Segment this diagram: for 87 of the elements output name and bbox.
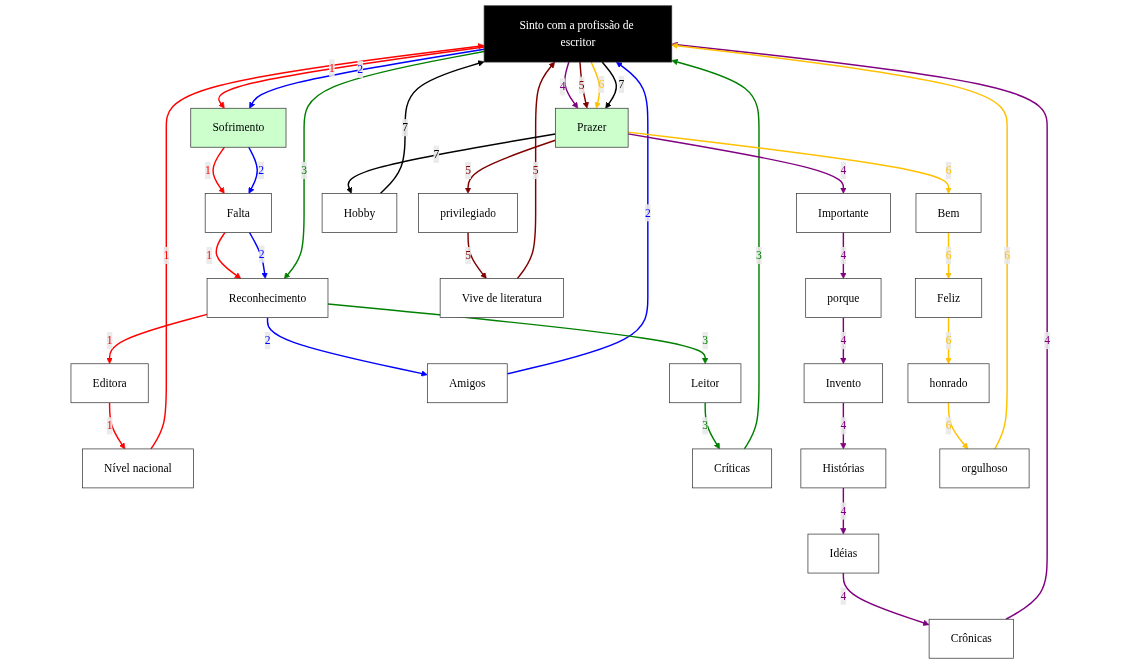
arrow [212,146,226,194]
arrow [945,316,952,365]
node-box: Vive de literatura [439,278,564,318]
arrow [346,133,557,194]
edge-label: 1 [204,163,211,177]
edge-label: 7 [402,121,408,134]
arrow [266,316,428,377]
arrow [842,572,930,626]
node-box: Falta [204,193,272,233]
edge-label: 3 [702,334,709,347]
node-box: Críticas [692,448,773,489]
node-box: Bem [915,193,982,233]
arrow [248,231,268,279]
arrow [627,133,847,194]
edge-label: 7 [618,77,625,91]
edge-label: 3 [702,419,709,432]
arrow [671,41,1048,620]
arrow [840,402,847,450]
edge-label: 1 [206,249,213,262]
edge-label: 4 [1044,334,1051,347]
edge-label: 5 [532,163,539,177]
node-box: Feliz [914,278,983,318]
node-box: Amigos [427,363,508,404]
node-box: Invento [803,363,883,404]
node-box: Importante [796,193,891,233]
edge-label: 2 [357,62,364,76]
arrow [248,146,258,194]
edge-label: 2 [644,206,651,219]
edge-label: 2 [258,163,265,177]
arrow [945,231,952,279]
edge-label: 4 [559,80,566,93]
arrow [564,61,579,109]
edge-label: 4 [840,163,847,177]
arrow [464,139,557,194]
node-box: Leitor [669,363,742,404]
edge-label: 5 [465,163,471,177]
edge-label: 1 [106,419,113,432]
arrow [106,313,208,365]
node-box: Sofrimento [190,107,287,148]
arrow [840,487,847,535]
edge-label: 5 [465,249,471,262]
node-box: Idéias [807,533,880,574]
edge-label: 3 [301,163,307,177]
edge-label: 6 [945,334,952,347]
edge-label: 7 [433,147,440,161]
edge-label: 1 [328,61,335,74]
edge-label: 6 [945,163,952,177]
edge-label: 1 [163,249,170,262]
edge-label: 6 [945,249,952,262]
node-box: Hobby [321,193,398,233]
node-box: Reconhecimento [206,278,329,318]
arrow [627,131,952,194]
arrow [516,61,555,280]
node-box: porque [805,278,882,318]
node-box: Sinto com a profissão de escritor [483,5,673,63]
node-box: privilegiado [418,193,518,233]
edge-label: 6 [598,77,605,91]
node-box: Crônicas [928,618,1014,659]
edge-label: 4 [840,249,847,262]
arrow [840,231,847,279]
node-box: honrado [907,363,990,404]
edge-label: 5 [578,78,585,91]
edge-label: 3 [756,249,762,262]
edge-label: 4 [840,334,847,347]
arrow [283,50,485,279]
node-box: orgulhoso [939,448,1030,489]
node-box: Histórias [800,448,887,489]
node-box: Nível nacional [82,448,194,489]
arrow [601,61,618,109]
node-box: Editora [70,363,149,404]
edge-label: 4 [840,504,847,517]
arrow [840,316,847,365]
arrow [150,43,485,450]
edge-label: 2 [264,334,271,347]
edge-label: 1 [106,334,113,347]
arrow [947,402,969,450]
arrow [379,60,485,195]
edge-label: 4 [840,589,847,602]
node-box: Prazer [555,107,629,148]
edge-label: 4 [840,419,847,432]
edge-label: 6 [1004,249,1011,262]
arrow [467,231,487,279]
arrow [108,402,126,450]
edge-label: 2 [258,247,265,260]
arrow [215,231,242,279]
edge-label: 6 [945,419,952,432]
arrow [327,303,709,365]
